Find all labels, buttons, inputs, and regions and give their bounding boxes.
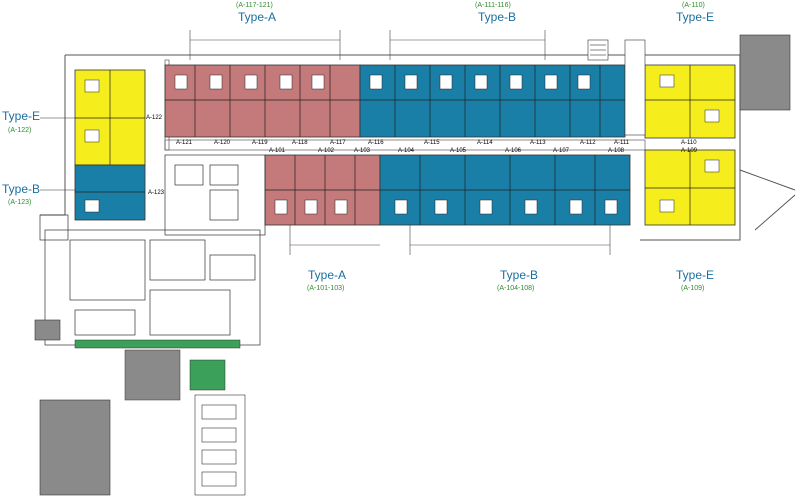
unit-label: A-104 — [398, 148, 415, 154]
green-strip — [74, 339, 241, 401]
unit-label: A-102 — [318, 148, 335, 154]
type-a-top-label: Type-A — [238, 10, 277, 24]
unit-label: A-110 — [681, 140, 697, 146]
unit-label: A-108 — [608, 148, 625, 154]
unit-label: A-107 — [553, 148, 570, 154]
type-a-top-block — [164, 64, 361, 138]
type-b-left-range: (A-123) — [8, 199, 32, 206]
leader-lines — [40, 117, 75, 191]
unit-label: A-111 — [614, 140, 630, 146]
type-a-top-range: (A-117-121) — [236, 2, 273, 9]
unit-label: A-101 — [269, 148, 286, 154]
type-b-bottom-range: (A-104-108) — [497, 285, 535, 292]
corridor-lines — [164, 30, 646, 255]
unit-label: A-113 — [530, 140, 546, 146]
type-e-left-label: Type-E — [2, 109, 41, 123]
unit-label: A-118 — [292, 140, 308, 146]
room-dividers — [75, 65, 735, 225]
unit-label: A-105 — [450, 148, 467, 154]
type-b-top-label: Type-B — [478, 10, 517, 24]
type-e-bottom-label: Type-E — [676, 268, 715, 282]
type-b-top-range: (A-111-116) — [475, 2, 511, 9]
parking-area — [34, 319, 246, 496]
core-lobby — [39, 154, 266, 346]
unit-label: A-121 — [176, 140, 193, 146]
type-b-left-label: Type-B — [2, 182, 41, 196]
unit-label: A-119 — [252, 140, 268, 146]
type-a-bottom-label: Type-A — [308, 268, 347, 282]
unit-label: A-115 — [424, 140, 440, 146]
unit-label: A-112 — [580, 140, 596, 146]
hatched-block-right — [739, 34, 791, 111]
unit-label: A-103 — [354, 148, 371, 154]
room-fixtures — [84, 74, 720, 215]
stair-top — [587, 39, 646, 136]
unit-label: A-114 — [477, 140, 493, 146]
unit-label: A-123 — [148, 190, 165, 196]
type-b-bottom-label: Type-B — [500, 268, 539, 282]
type-a-bottom-range: (A-101-103) — [307, 285, 345, 292]
type-e-left-range: (A-122) — [8, 127, 32, 134]
unit-label: A-109 — [681, 148, 698, 154]
unit-label: A-106 — [505, 148, 522, 154]
unit-label: A-122 — [146, 115, 163, 121]
unit-label: A-117 — [330, 140, 346, 146]
unit-label: A-116 — [368, 140, 384, 146]
type-e-top-label: Type-E — [676, 10, 715, 24]
unit-label: A-120 — [214, 140, 231, 146]
type-e-top-range: (A-110) — [682, 2, 705, 9]
type-e-bottom-range: (A-109) — [681, 285, 705, 292]
